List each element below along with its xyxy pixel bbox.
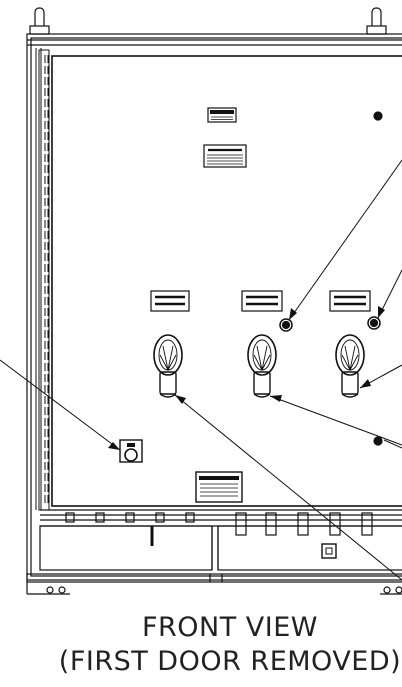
breaker-handle-3 xyxy=(335,334,365,398)
lower-compartment xyxy=(39,525,402,571)
base-channel xyxy=(26,573,402,595)
hinge-strip xyxy=(35,48,50,511)
inner-door-panel xyxy=(51,55,402,507)
terminal-strip xyxy=(40,509,402,546)
breaker-handle-2 xyxy=(247,334,277,398)
info-plate xyxy=(195,471,243,503)
breaker-label-3 xyxy=(329,290,371,312)
nameplate-danger xyxy=(207,107,237,123)
lifting-lug-right xyxy=(366,7,387,35)
key-lock xyxy=(119,439,143,463)
view-caption-title: FRONT VIEW xyxy=(141,612,318,643)
breaker-handle-1 xyxy=(153,334,183,398)
breaker-label-1 xyxy=(150,290,190,312)
indicator-dots xyxy=(279,111,383,446)
nameplate-warning xyxy=(203,144,247,168)
lifting-lug-left xyxy=(29,7,50,35)
breaker-label-2 xyxy=(241,290,283,312)
view-caption-subtitle: (FIRST DOOR REMOVED) xyxy=(58,646,402,677)
leader-lines xyxy=(0,159,402,581)
